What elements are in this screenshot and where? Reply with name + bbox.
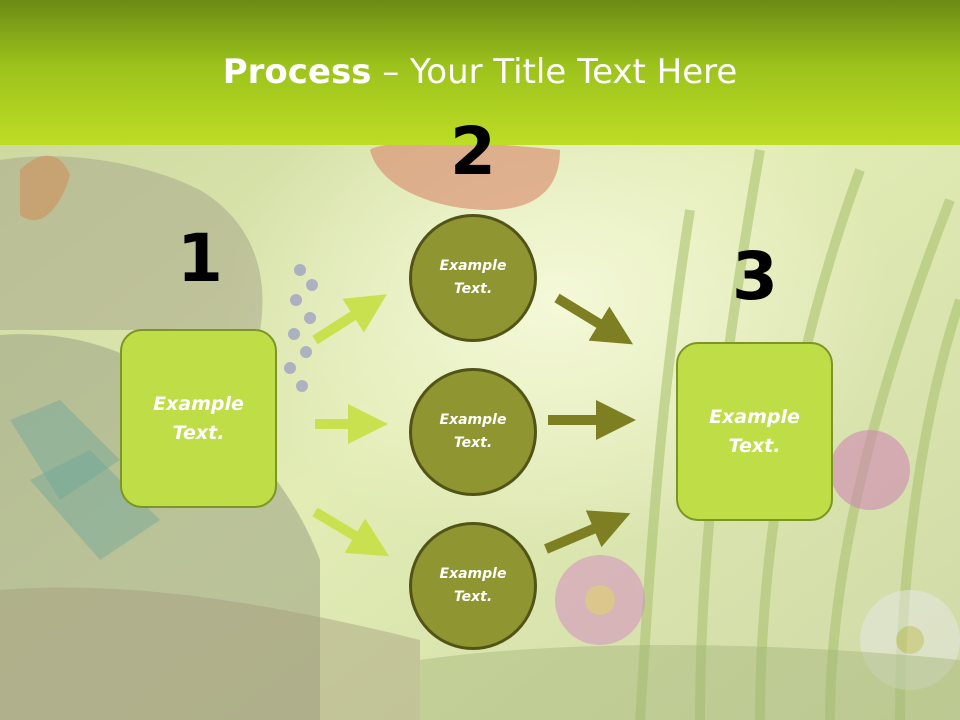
step-2-circle-bottom: Example Text. <box>409 522 537 650</box>
arrow-step1-to-bottom <box>312 507 390 557</box>
step-number-3: 3 <box>732 238 778 315</box>
title-bold-part: Process <box>222 52 372 92</box>
title-text-part: – Your Title Text Here <box>371 52 738 92</box>
step-1-text: Example Text. <box>153 392 244 444</box>
title-bar <box>0 0 960 145</box>
step-2-text-top: Example Text. <box>439 258 507 297</box>
step-2-text-middle: Example Text. <box>439 412 507 451</box>
slide-title: Process – Your Title Text Here <box>0 52 960 92</box>
step-1-box: Example Text. <box>120 329 277 508</box>
step-2-circle-top: Example Text. <box>409 214 537 342</box>
step-3-text: Example Text. <box>709 405 800 457</box>
arrow-bottom-to-step3 <box>544 510 631 554</box>
step-2-circle-middle: Example Text. <box>409 368 537 496</box>
arrow-top-to-step3 <box>554 293 634 345</box>
arrow-step1-to-top <box>312 294 387 345</box>
step-3-box: Example Text. <box>676 342 833 521</box>
step-2-text-bottom: Example Text. <box>439 566 507 605</box>
step-number-1: 1 <box>177 220 223 297</box>
step-number-2: 2 <box>450 113 496 190</box>
